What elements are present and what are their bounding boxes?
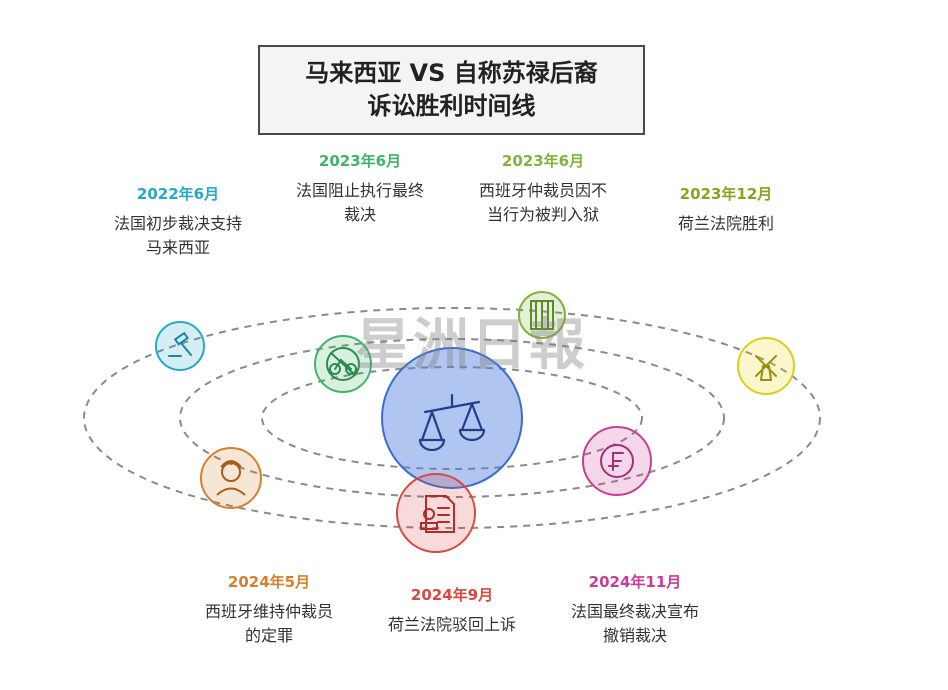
event-desc: 西班牙维持仲裁员 的定罪 xyxy=(204,602,334,645)
title-box: 马来西亚 VS 自称苏禄后裔 诉讼胜利时间线 xyxy=(258,45,645,135)
gavel-icon xyxy=(168,331,192,357)
event-node-2024-09 xyxy=(396,473,476,553)
orbit-ring-outer xyxy=(83,307,821,529)
event-desc: 法国阻止执行最终 裁决 xyxy=(295,181,425,224)
event-2024-11: 2024年11月 法国最终裁决宣布 撤销裁决 xyxy=(571,571,699,648)
event-node-2024-11 xyxy=(582,426,652,496)
event-desc: 法国最终裁决宣布 撤销裁决 xyxy=(570,602,700,645)
event-node-2023-06-b xyxy=(518,291,566,339)
event-desc: 西班牙仲裁员因不 当行为被判入狱 xyxy=(478,181,608,224)
event-2024-05: 2024年5月 西班牙维持仲裁员 的定罪 xyxy=(205,571,333,648)
event-date: 2024年9月 xyxy=(410,586,494,604)
center-node xyxy=(381,347,523,489)
prison-icon xyxy=(530,300,554,330)
event-2023-06-a: 2023年6月 法国阻止执行最终 裁决 xyxy=(296,150,424,227)
event-desc: 荷兰法院驳回上诉 xyxy=(387,615,517,634)
event-date: 2023年6月 xyxy=(318,152,402,170)
event-date: 2022年6月 xyxy=(136,185,220,203)
event-date: 2024年11月 xyxy=(588,573,682,591)
event-date: 2023年6月 xyxy=(501,152,585,170)
event-desc: 荷兰法院胜利 xyxy=(677,214,775,233)
page-title-line2: 诉讼胜利时间线 xyxy=(367,92,536,120)
event-node-2024-05 xyxy=(200,447,262,509)
scales-icon xyxy=(418,393,486,452)
no-bicycle-icon xyxy=(326,347,360,381)
event-date: 2023年12月 xyxy=(679,185,773,203)
event-desc: 法国初步裁决支持 马来西亚 xyxy=(113,214,243,257)
event-2022-06: 2022年6月 法国初步裁决支持 马来西亚 xyxy=(114,183,242,260)
event-2023-06-b: 2023年6月 西班牙仲裁员因不 当行为被判入狱 xyxy=(479,150,607,227)
event-2024-09: 2024年9月 荷兰法院驳回上诉 xyxy=(388,584,516,637)
franc-icon xyxy=(600,444,634,478)
document-stamp-icon xyxy=(420,495,455,533)
orbit-ring-middle xyxy=(179,338,725,498)
event-node-2022-06 xyxy=(155,321,205,371)
event-date: 2024年5月 xyxy=(227,573,311,591)
orbit-ring-inner xyxy=(261,366,643,470)
event-node-2023-12 xyxy=(737,337,795,395)
page-title-line1: 马来西亚 VS 自称苏禄后裔 xyxy=(305,59,598,87)
event-2023-12: 2023年12月 荷兰法院胜利 xyxy=(678,183,774,236)
watermark: 星洲日報 xyxy=(355,312,587,378)
event-node-2023-06-a xyxy=(314,335,372,393)
windmill-icon xyxy=(755,355,777,381)
judge-icon xyxy=(216,460,246,496)
